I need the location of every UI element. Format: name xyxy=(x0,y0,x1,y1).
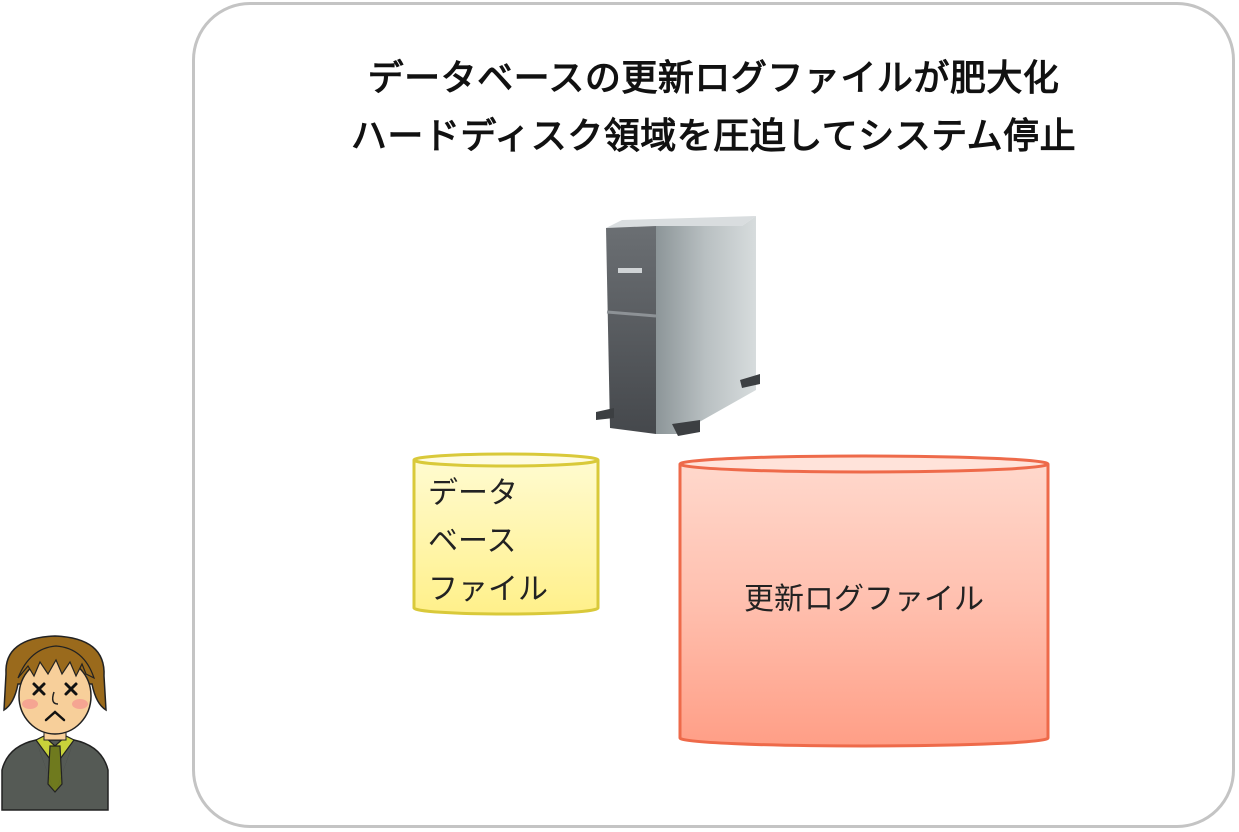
server-tower-icon xyxy=(596,216,760,436)
database-file-cylinder xyxy=(412,452,600,616)
update-log-file-cylinder xyxy=(678,454,1050,748)
title-line-1: データベースの更新ログファイルが肥大化 xyxy=(367,58,1060,99)
title-line-2: ハードディスク領域を圧迫してシステム停止 xyxy=(350,116,1077,157)
database-file-label: データ ベース ファイル xyxy=(428,476,548,607)
stressed-person-icon xyxy=(1,635,109,811)
diagram-title: データベースの更新ログファイルが肥大化 ハードディスク領域を圧迫してシステム停止 xyxy=(192,50,1235,166)
update-log-file-label: 更新ログファイル xyxy=(744,582,984,617)
